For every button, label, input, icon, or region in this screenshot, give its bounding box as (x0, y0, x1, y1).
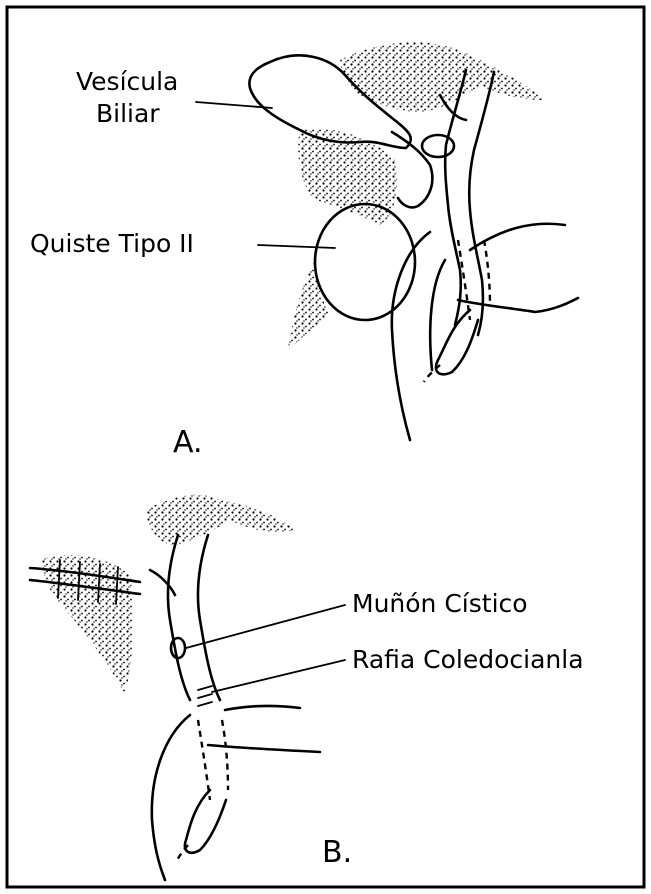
panel-b-liver-shading-left (40, 555, 133, 695)
b-hepatic-branch (150, 570, 175, 595)
panel-a-letter: A. (173, 425, 203, 460)
b-bile-duct-left-wall (168, 535, 190, 700)
leader-rafia (212, 660, 345, 692)
label-munon-cistico: Muñón Cístico (352, 589, 528, 618)
duodenum-inner (430, 260, 445, 370)
b-duodenum-upper-curve (225, 706, 300, 710)
panel-b-drawing (30, 495, 320, 880)
panel-b-labels: Muñón Cístico Rafia Coledocianla B. (186, 589, 584, 870)
cystic-stump (171, 638, 185, 658)
label-quiste: Quiste Tipo II (30, 229, 194, 258)
intrapancreatic-duct-b2 (222, 720, 228, 790)
duodenum-outer (392, 232, 430, 440)
panel-a-liver-shading-lower (288, 260, 330, 350)
leader-quiste (258, 245, 335, 248)
coledochal-raphe-stitches (198, 686, 212, 706)
cystic-junction-oval (422, 135, 454, 157)
label-vesicula-line1: Vesícula (76, 67, 178, 96)
b-duodenum-outer (152, 715, 190, 880)
panel-b-liver-shading-top (145, 495, 295, 545)
b-bile-duct-right-wall (198, 535, 220, 700)
duodenum-lower-curve (458, 298, 578, 312)
leader-munon (186, 605, 345, 648)
choledochal-cyst-type-ii (315, 204, 415, 320)
intrapancreatic-duct-b (198, 720, 210, 800)
label-rafia-coledocianla: Rafia Coledocianla (352, 645, 584, 674)
label-vesicula-line2: Biliar (96, 99, 160, 128)
ampulla-stub-b (176, 845, 188, 862)
intrapancreatic-duct-a2 (484, 240, 490, 305)
b-pancreatic-duct-loop (185, 790, 226, 853)
cystic-neck (392, 132, 432, 207)
duodenum-upper-curve (470, 224, 565, 250)
panel-b-letter: B. (322, 835, 352, 870)
panel-a-drawing (249, 42, 578, 440)
